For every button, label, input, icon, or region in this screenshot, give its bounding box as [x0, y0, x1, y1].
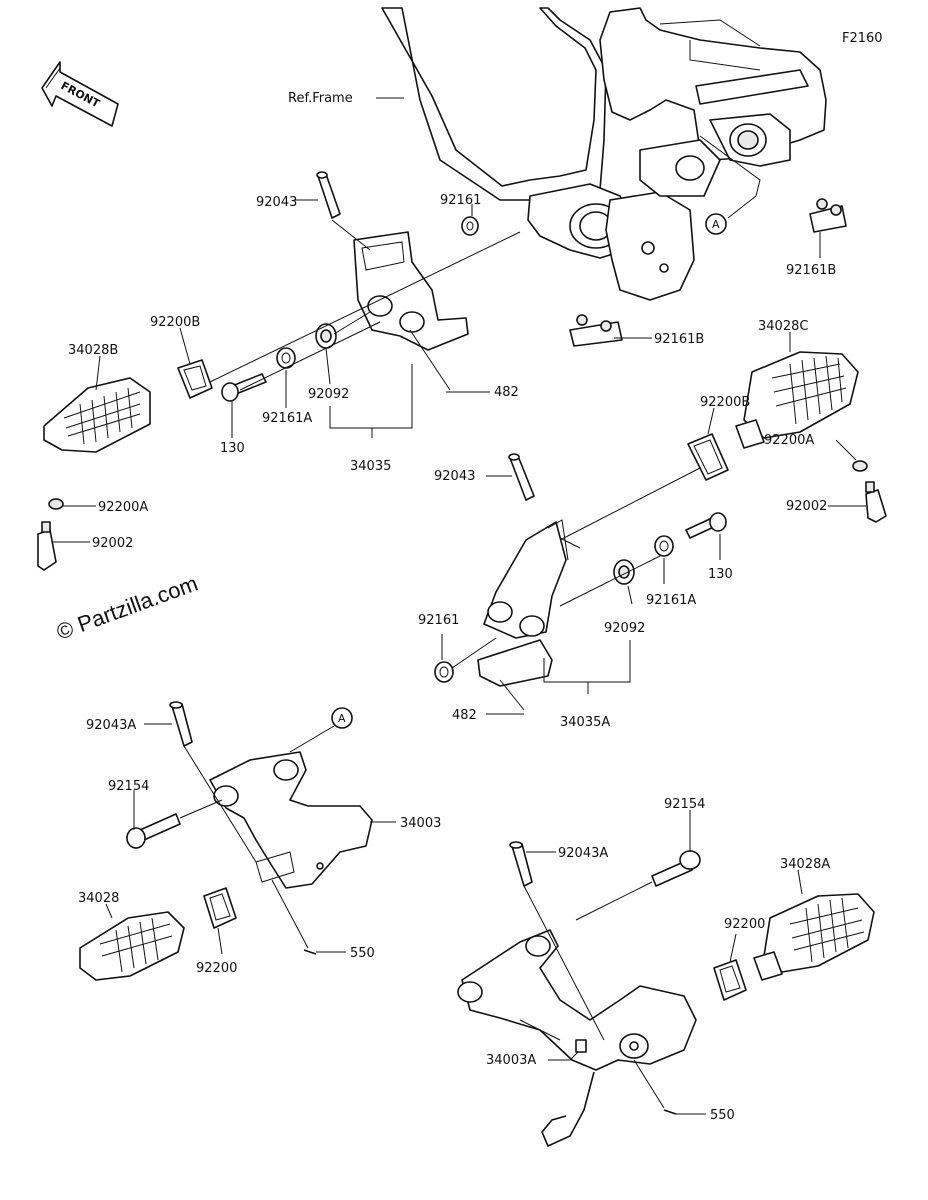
footpeg-34028c	[735, 351, 859, 449]
footpeg-34028b	[43, 377, 151, 453]
bolt-130-right	[685, 512, 727, 539]
label-34003a: 34003A	[486, 1053, 536, 1068]
label-92043a-left: 92043A	[86, 718, 136, 733]
label-92200a-left: 92200A	[98, 500, 148, 515]
bolt-92154-left	[126, 813, 181, 849]
label-34028b: 34028B	[68, 343, 118, 358]
holder-92200-right	[713, 959, 747, 1001]
pad-92161b-mid	[569, 314, 623, 347]
label-34028: 34028	[78, 891, 119, 906]
label-34003: 34003	[400, 816, 441, 831]
part-labels: 92043 92161 92200B 34028B 130 92161A 920…	[68, 193, 836, 1123]
label-92161b-mid: 92161B	[654, 332, 704, 347]
label-130-left: 130	[220, 441, 245, 456]
front-arrow-icon: FRONT	[41, 61, 119, 127]
label-130-right: 130	[708, 567, 733, 582]
label-92161-mid: 92161	[418, 613, 459, 628]
label-550-left: 550	[350, 946, 375, 961]
bolt-92154-right	[651, 850, 701, 887]
label-482-top: 482	[494, 385, 519, 400]
label-34028a: 34028A	[780, 857, 830, 872]
label-92002-left: 92002	[92, 536, 133, 551]
pad-92161b-right	[809, 198, 847, 233]
rubber-92002-left	[37, 521, 57, 571]
label-92043a-right: 92043A	[558, 846, 608, 861]
label-92161a-right: 92161A	[646, 593, 696, 608]
pin-550-right	[663, 1109, 677, 1115]
label-92200a-right: 92200A	[764, 433, 814, 448]
label-482-mid: 482	[452, 708, 477, 723]
ref-marker-a-top: A	[699, 135, 761, 235]
holder-92200b-right	[687, 433, 729, 481]
label-92043-mid: 92043	[434, 469, 475, 484]
bracket-34003a	[457, 929, 697, 1148]
washer-92161a-right	[654, 535, 674, 557]
footpeg-34028a	[753, 893, 875, 981]
label-92200-right: 92200	[724, 917, 765, 932]
svg-text:A: A	[338, 712, 346, 725]
label-92154-right: 92154	[664, 797, 705, 812]
pin-550-left	[303, 949, 317, 955]
watermark: © Partzilla.com	[53, 571, 201, 645]
label-92092-left: 92092	[308, 387, 349, 402]
label-92200b-right: 92200B	[700, 395, 750, 410]
label-92161a-left: 92161A	[262, 411, 312, 426]
collar-92092-right	[613, 559, 635, 585]
rubber-92002-right	[865, 481, 887, 523]
label-92161b-right: 92161B	[786, 263, 836, 278]
washer-92200a-left	[48, 498, 64, 510]
label-34028c: 34028C	[758, 319, 808, 334]
bracket-34035	[353, 231, 469, 351]
label-92200b-left: 92200B	[150, 315, 200, 330]
pin-92043-top	[316, 171, 341, 219]
label-92092-right: 92092	[604, 621, 645, 636]
bolt-130-left	[221, 373, 267, 402]
label-34035: 34035	[350, 459, 391, 474]
pin-92043-mid	[508, 453, 535, 501]
label-92200: 92200	[196, 961, 237, 976]
label-92161-top: 92161	[440, 193, 481, 208]
ref-marker-a-bottom: A	[289, 707, 353, 753]
label-92154-left: 92154	[108, 779, 149, 794]
label-34035a: 34035A	[560, 715, 610, 730]
label-92043-top: 92043	[256, 195, 297, 210]
holder-92200b-left	[177, 359, 213, 399]
washer-92161-mid	[434, 661, 454, 683]
washer-92200a-right	[852, 460, 868, 472]
label-550-right: 550	[710, 1108, 735, 1123]
pin-92043a-left	[169, 701, 193, 747]
footpeg-34028	[79, 911, 185, 981]
holder-92200-left	[203, 887, 237, 929]
svg-text:A: A	[712, 218, 720, 231]
figure-code: F2160	[842, 31, 883, 46]
collar-92092-left	[315, 323, 337, 349]
leader-lines	[52, 199, 866, 1115]
frame: Ref.Frame	[288, 7, 827, 301]
frame-label: Ref.Frame	[288, 91, 353, 106]
bracket-34003	[209, 751, 373, 889]
bracket-34035a	[477, 519, 581, 687]
pin-92043a-right	[509, 841, 533, 887]
label-92002-right: 92002	[786, 499, 827, 514]
washer-92161-top	[461, 216, 479, 236]
